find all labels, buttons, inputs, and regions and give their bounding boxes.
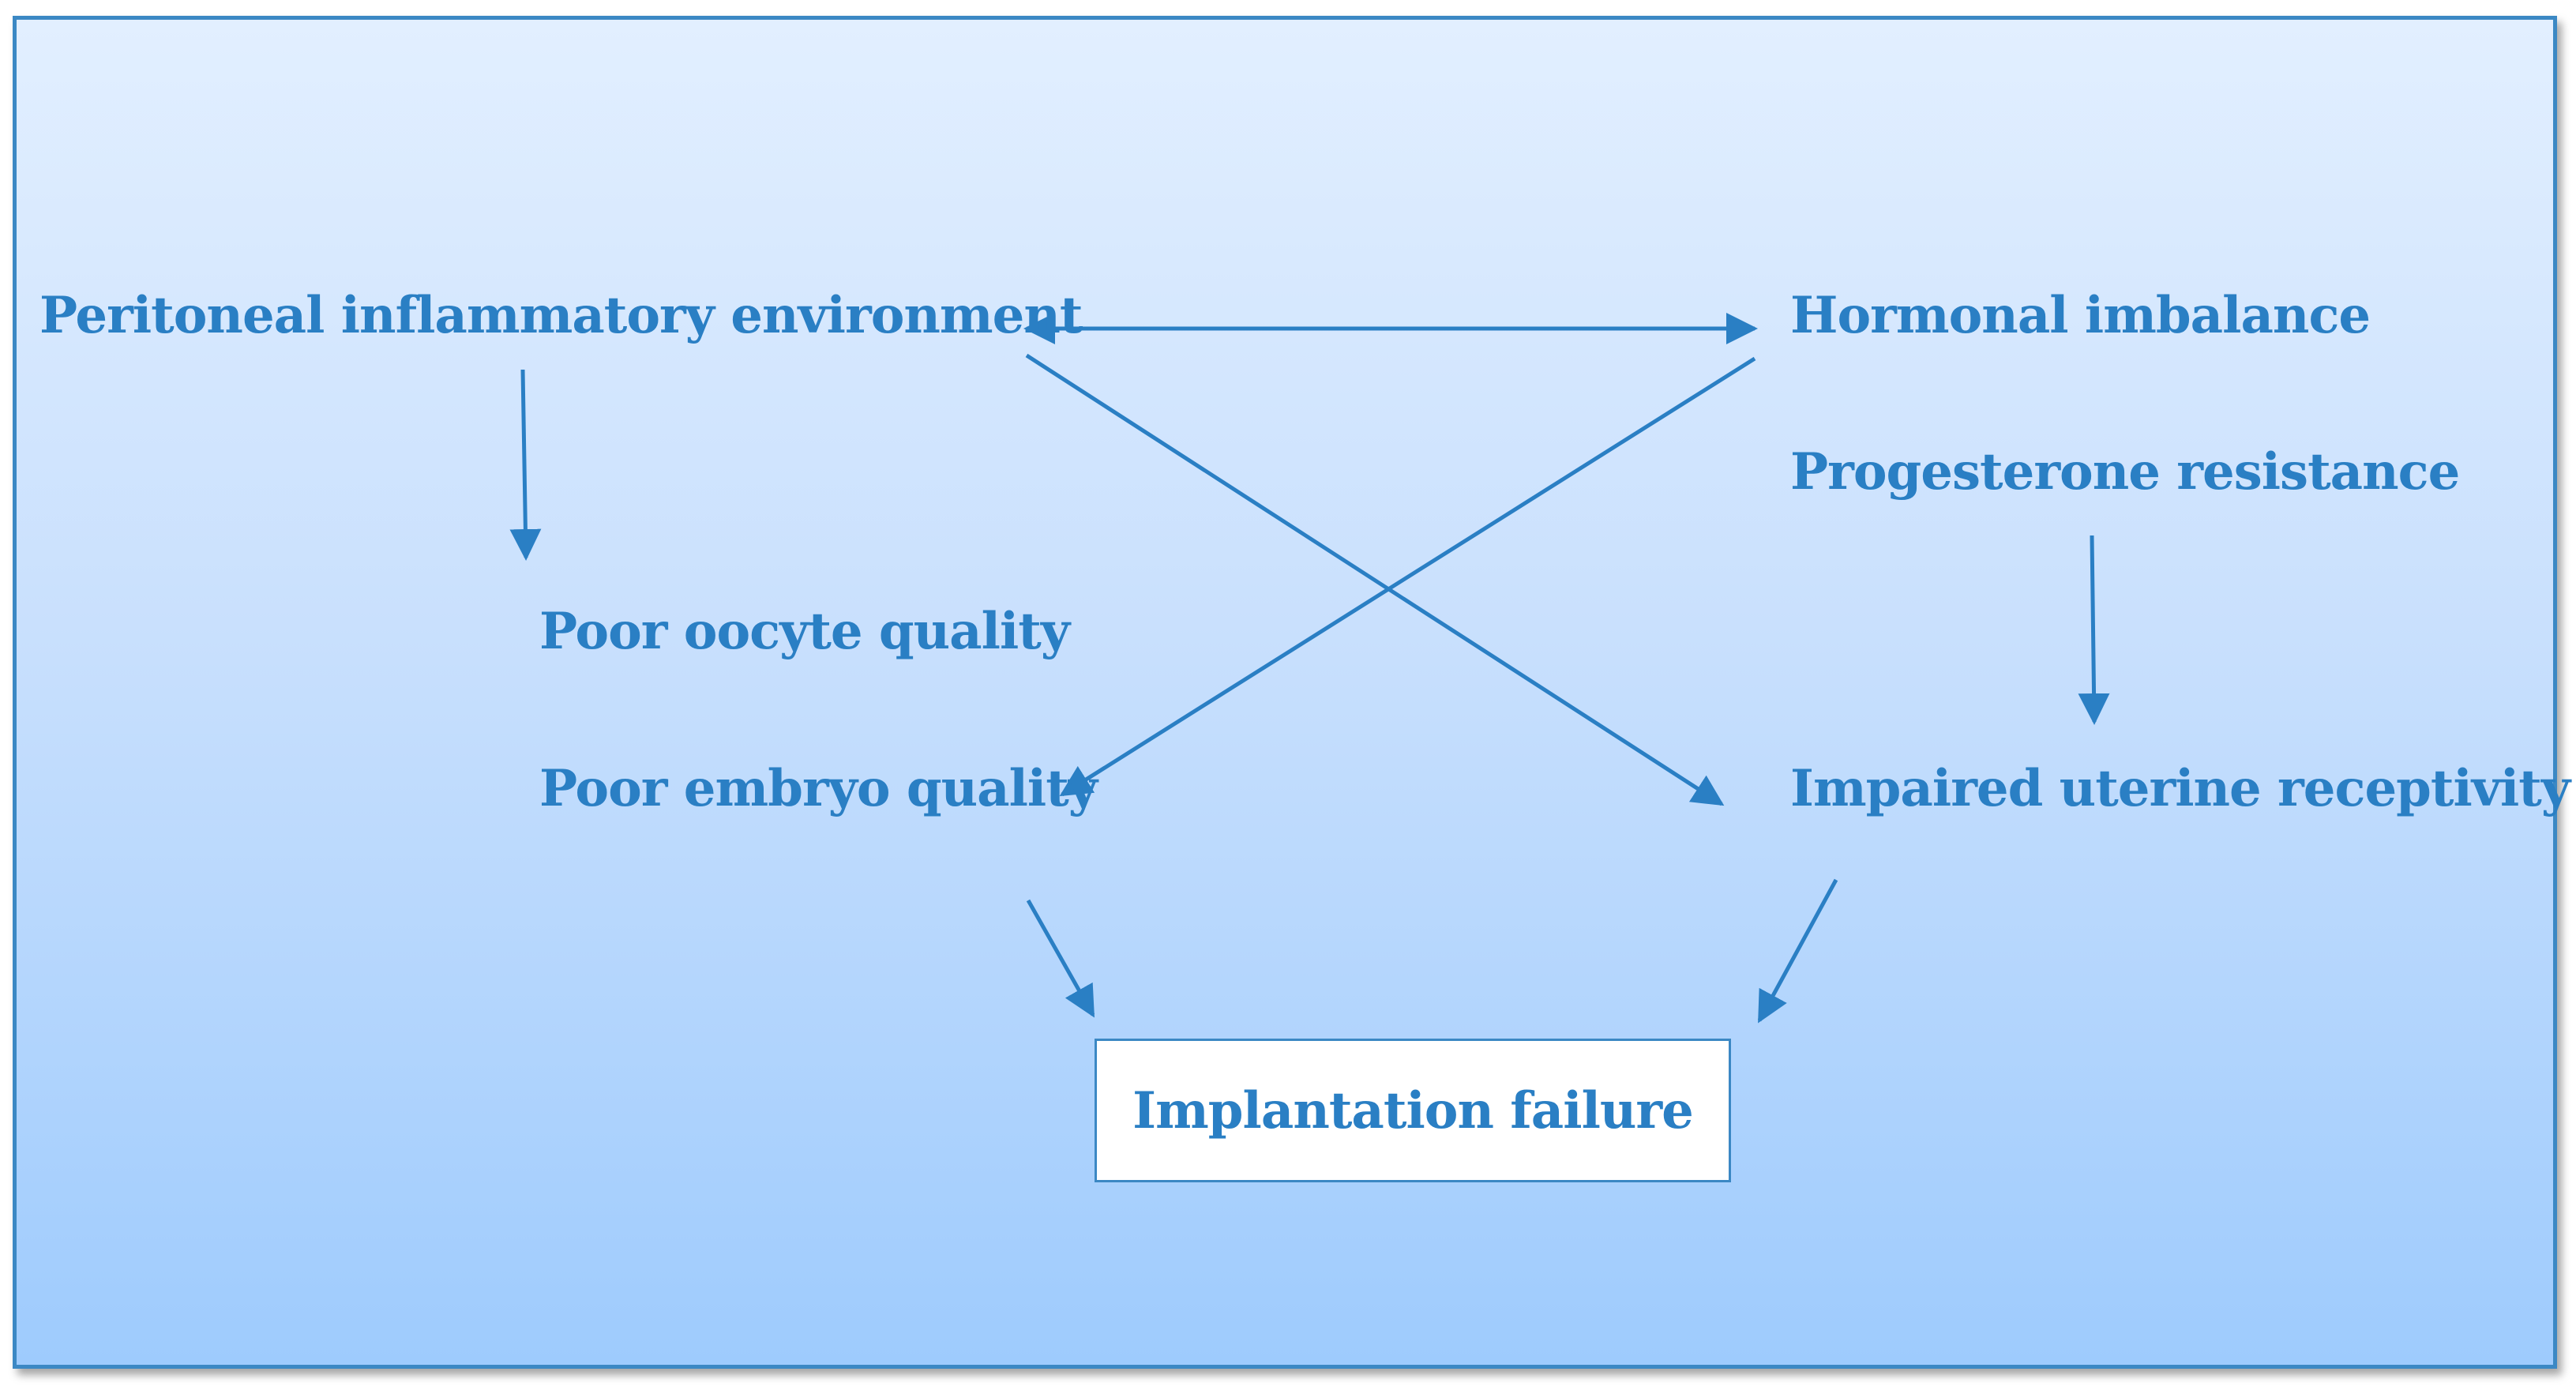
outcome-box: Implantation failure bbox=[1095, 1039, 1731, 1182]
node-hormonal-imbalance: Hormonal imbalance bbox=[1790, 286, 2371, 345]
node-peritoneal-inflammatory-environment: Peritoneal inflammatory environment bbox=[39, 286, 1083, 345]
node-poor-embryo-quality: Poor embryo quality bbox=[539, 759, 1098, 818]
node-impaired-uterine-receptivity: Impaired uterine receptivity bbox=[1790, 759, 2570, 818]
node-poor-oocyte-quality: Poor oocyte quality bbox=[539, 602, 1070, 661]
node-implantation-failure: Implantation failure bbox=[1132, 1080, 1694, 1140]
node-progesterone-resistance: Progesterone resistance bbox=[1790, 442, 2460, 502]
